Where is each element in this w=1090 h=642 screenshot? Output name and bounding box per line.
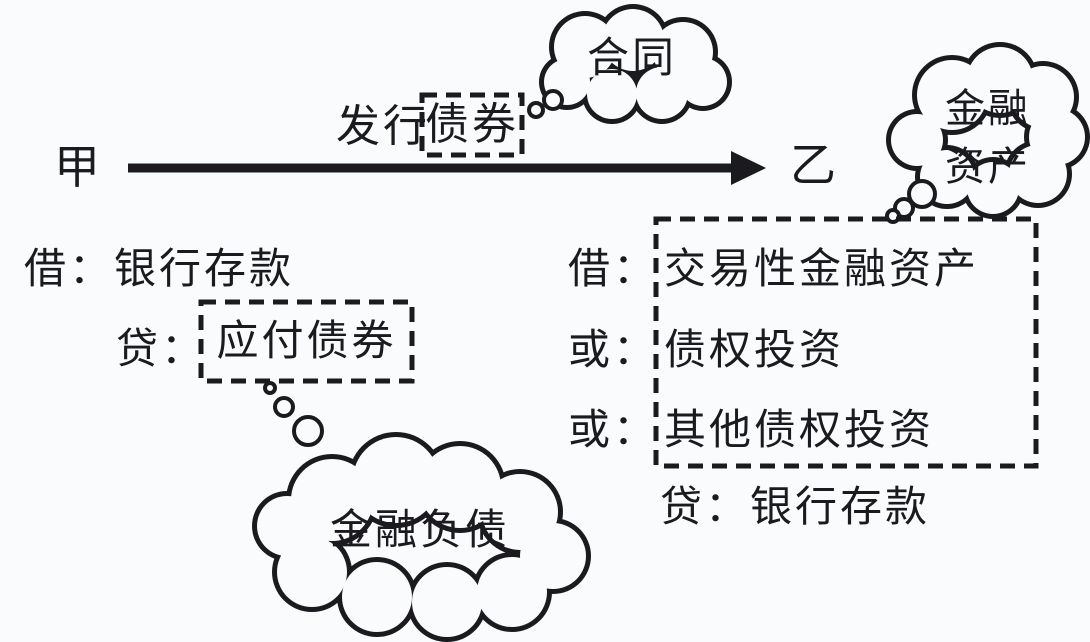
party-b-alt1-boxed: 债权投资 [664,326,845,373]
party-b-alt2-boxed: 其他债权投资 [664,406,935,453]
arrow-label-bond-boxed: 债券 [425,99,519,149]
party-a-label: 甲 [54,141,103,193]
transfer-arrow [128,151,766,185]
party-b-credit-entry: 贷：银行存款 [660,483,931,530]
arrow-label-prefix: 发行 [336,102,430,151]
bond-dashed-box [419,92,525,158]
financial-liability-cloud-label: 金融负债 [329,506,510,553]
party-b-alt1-prefix: 或： [568,326,659,373]
financial-liability-cloud [252,432,591,642]
party-b-alt2-prefix: 或： [568,406,659,453]
party-b-debit-boxed: 交易性金融资产 [664,245,980,292]
contract-cloud [539,4,732,124]
financial-asset-accounts-dashed-box [653,216,1039,469]
financial-asset-cloud-label: 金融 资产 [910,80,1066,196]
financial-liability-thought-bubbles [263,381,324,447]
financial-asset-thought-bubbles [885,179,937,224]
party-a-debit-entry: 借：银行存款 [24,245,295,292]
financial-asset-cloud-line2: 资产 [945,145,1031,189]
contract-thought-bubbles [527,89,564,119]
party-a-credit-boxed: 应付债券 [216,317,397,365]
contract-cloud-label: 合同 [586,34,677,81]
financial-asset-cloud [886,42,1090,219]
party-b-debit-prefix: 借： [568,245,659,292]
party-b-label: 乙 [790,139,839,191]
bonds-payable-dashed-box [198,299,415,384]
party-a-credit-prefix: 贷： [116,325,207,372]
financial-asset-cloud-line1: 金融 [945,87,1031,131]
